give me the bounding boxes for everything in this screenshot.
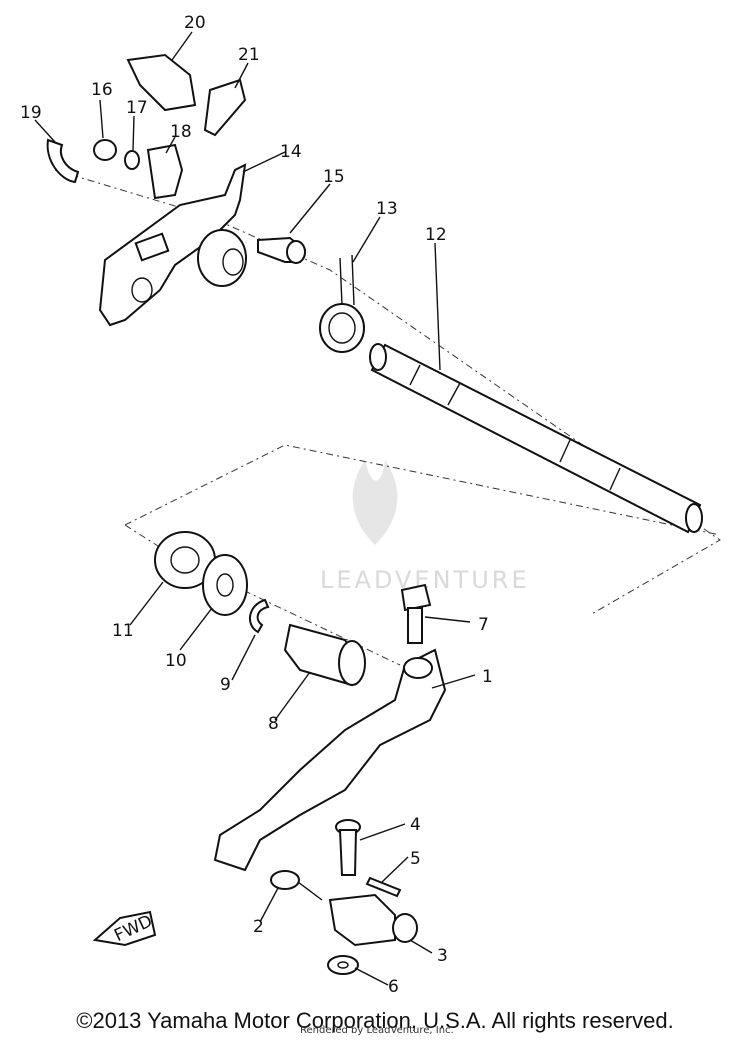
callout-15: 15 [323,167,345,187]
part-shaft [369,343,703,534]
callout-5: 5 [410,849,421,869]
callout-19: 19 [20,103,42,123]
part-hardware-upper [46,53,247,200]
callout-labels: 1 2 3 4 5 6 7 8 9 10 11 12 13 14 15 16 1… [20,13,493,997]
callout-3: 3 [437,946,448,966]
reference-lines [54,169,721,666]
callout-12: 12 [425,225,447,245]
watermark: LEADVENTURE [320,460,527,594]
callout-20: 20 [184,13,206,33]
rendered-by-credit: Rendered by LeadVenture, Inc. [300,1025,454,1036]
callout-8: 8 [268,714,279,734]
part-pin [257,236,307,264]
part-shift-arm [98,163,247,327]
part-washer [202,554,248,616]
part-bolt [400,583,432,644]
callout-18: 18 [170,122,192,142]
part-circlip [249,598,270,634]
callout-1: 1 [482,667,493,687]
copyright-notice: ©2013 Yamaha Motor Corporation, U.S.A. A… [76,1008,674,1033]
callout-2: 2 [253,917,264,937]
callout-11: 11 [112,621,134,641]
part-rubber-tip [328,893,418,947]
part-cotter-pin [365,876,402,898]
fwd-arrow-icon: FWD [92,910,157,946]
callout-13: 13 [376,199,398,219]
callout-17: 17 [126,98,148,118]
callout-16: 16 [91,80,113,100]
callout-9: 9 [220,675,231,695]
part-clevis-pin [335,819,361,876]
part-small-washer [327,955,359,975]
part-torsion-spring [319,254,365,353]
part-boot [283,623,366,687]
callout-14: 14 [280,142,302,162]
callout-10: 10 [165,651,187,671]
part-return-spring [270,870,323,901]
callout-6: 6 [388,977,399,997]
callout-21: 21 [238,45,260,65]
callout-4: 4 [410,815,421,835]
part-shift-pedal [213,648,447,872]
leader-lines [34,31,476,986]
callout-7: 7 [478,615,489,635]
